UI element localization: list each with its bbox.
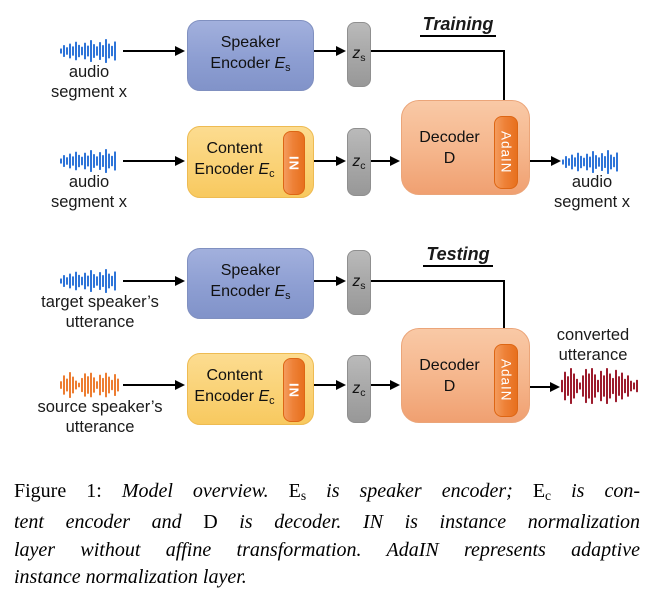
zc-latent-box: zc [347,355,371,423]
content-encoder-box: Content Encoder Ec IN [187,126,314,198]
caption-line: instance normalization layer. [14,566,247,589]
in-tab: IN [283,131,305,195]
zs-to-adain-connector [371,279,504,283]
arrow [123,45,185,57]
converted-utterance-label: converted utterance [556,326,630,364]
in-tab: IN [283,358,305,422]
source-speaker-label: source speaker’s utterance [37,398,163,436]
arrow [314,275,346,287]
arrow [123,275,185,287]
training-heading: Training [400,14,516,37]
audio-waveform-icon [60,39,118,63]
target-utterance-waveform-icon [60,269,118,293]
arrow [371,379,400,391]
speaker-encoder-box: Speaker Encoder Es [187,20,314,91]
arrow [530,155,561,167]
adain-tab: AdaIN [494,116,518,189]
figure-caption: Figure 1: Model overview. Es is speaker … [14,478,640,592]
audio-waveform-icon [562,150,620,174]
target-speaker-label: target speaker’s utterance [41,293,159,331]
converted-waveform-icon [561,368,639,404]
audio-segment-label: audio segment x [553,173,631,211]
arrow [123,379,185,391]
arrow [371,155,400,167]
decoder-box: Decoder D AdaIN [401,100,530,195]
adain-tab: AdaIN [494,344,518,417]
audio-segment-label: audio segment x [50,63,128,101]
audio-waveform-icon [60,149,118,173]
model-overview-diagram: audio segment x Speaker Encoder Es zs Tr… [37,14,639,436]
zs-to-adain-connector [502,279,506,333]
testing-heading: Testing [400,244,516,267]
decoder-box: Decoder D AdaIN [401,328,530,423]
zs-latent-box: zs [347,22,371,87]
speaker-encoder-box: Speaker Encoder Es [187,248,314,319]
arrow [530,381,560,393]
caption-line: tent encoder and D is decoder. IN is ins… [14,511,641,534]
zs-to-adain-connector [371,49,504,53]
arrow [314,379,346,391]
content-encoder-box: Content Encoder Ec IN [187,353,314,425]
source-utterance-waveform-icon [60,372,122,398]
caption-line: layer without affine transformation. Ada… [14,538,640,561]
zc-latent-box: zc [347,128,371,196]
zs-latent-box: zs [347,250,371,315]
arrow [314,45,346,57]
audio-segment-label: audio segment x [50,173,128,211]
zs-to-adain-connector [502,49,506,104]
arrow [123,155,185,167]
arrow [314,155,346,167]
caption-line: Figure 1: Model overview. Es is speaker … [14,480,640,503]
